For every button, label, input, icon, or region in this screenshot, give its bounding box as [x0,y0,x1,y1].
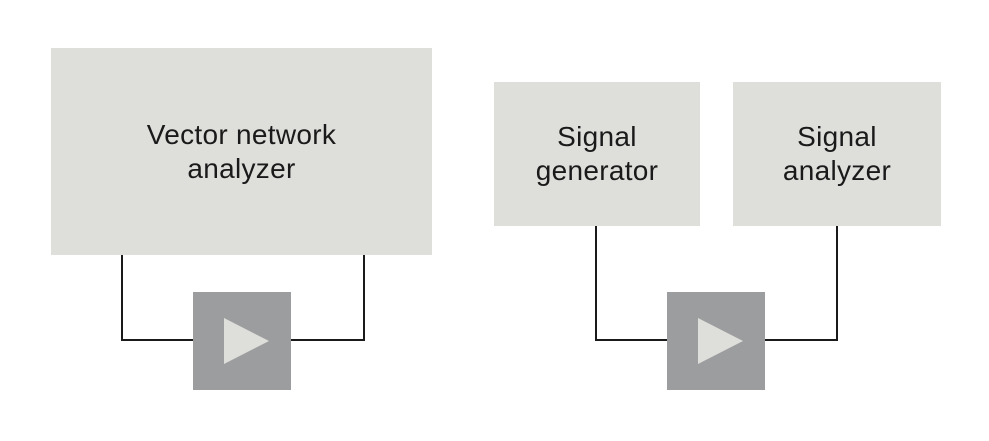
amplifier-dut-right [667,292,765,390]
wire-generator-to-amplifier [595,226,667,341]
vna-label-line-2: analyzer [187,152,296,184]
signal-generator-label: Signal generator [536,120,659,188]
vector-network-analyzer-label: Vector network analyzer [147,118,336,186]
play-triangle-icon [698,318,743,364]
wire-amplifier-to-analyzer [765,226,838,341]
signal-analyzer-label-line-1: Signal [797,121,877,152]
signal-analyzer-label-line-2: analyzer [782,155,892,186]
vna-label-line-1: Vector network [146,118,337,150]
signal-generator-label-line-2: generator [535,155,659,186]
signal-analyzer-label: Signal analyzer [783,120,891,188]
amplifier-dut-left [193,292,291,390]
vector-network-analyzer-box: Vector network analyzer [51,48,432,255]
signal-generator-label-line-1: Signal [557,121,637,152]
wire-amplifier-to-vna-port2 [291,255,365,341]
signal-generator-box: Signal generator [494,82,700,226]
signal-analyzer-box: Signal analyzer [733,82,941,226]
play-triangle-icon [224,318,269,364]
wire-vna-port1-to-amplifier [121,255,193,341]
